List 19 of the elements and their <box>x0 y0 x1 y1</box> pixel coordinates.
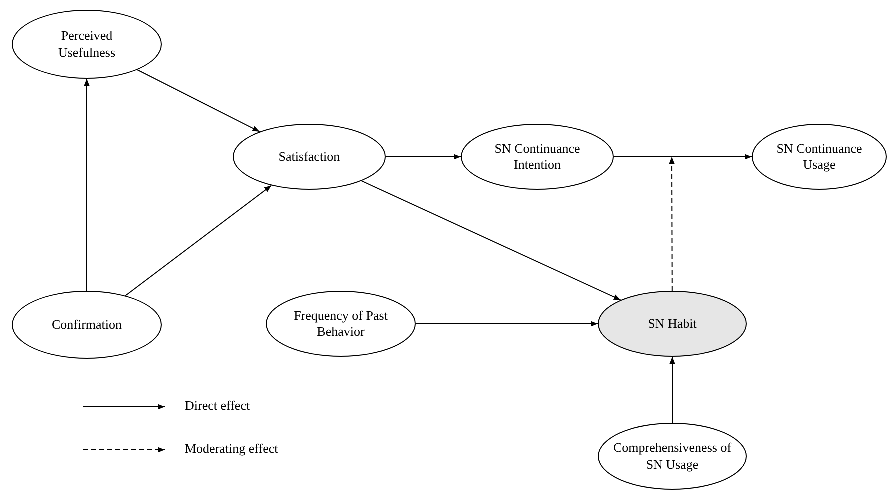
arrow <box>137 70 260 132</box>
construct-label: SN Continuance Usage <box>776 140 864 174</box>
construct-label: Satisfaction <box>278 148 340 166</box>
construct-label: Perceived Usefulness <box>57 28 117 61</box>
arrow <box>416 321 598 327</box>
arrow <box>84 78 90 292</box>
arrow <box>670 356 676 424</box>
arrow <box>361 180 622 301</box>
legend-label: Direct effect <box>185 398 250 414</box>
arrow <box>614 154 752 160</box>
construct-label: Confirmation <box>52 316 122 334</box>
construct-label: Comprehensiveness of SN Usage <box>612 440 733 473</box>
arrow <box>386 154 462 160</box>
construct-label: Frequency of Past Behavior <box>293 308 389 340</box>
legend-label: Moderating effect <box>185 441 278 457</box>
construct-label: SN Habit <box>648 316 697 332</box>
arrow <box>125 185 272 296</box>
construct-label: SN Continuance Intention <box>494 140 582 174</box>
dashed-arrow <box>669 156 675 292</box>
